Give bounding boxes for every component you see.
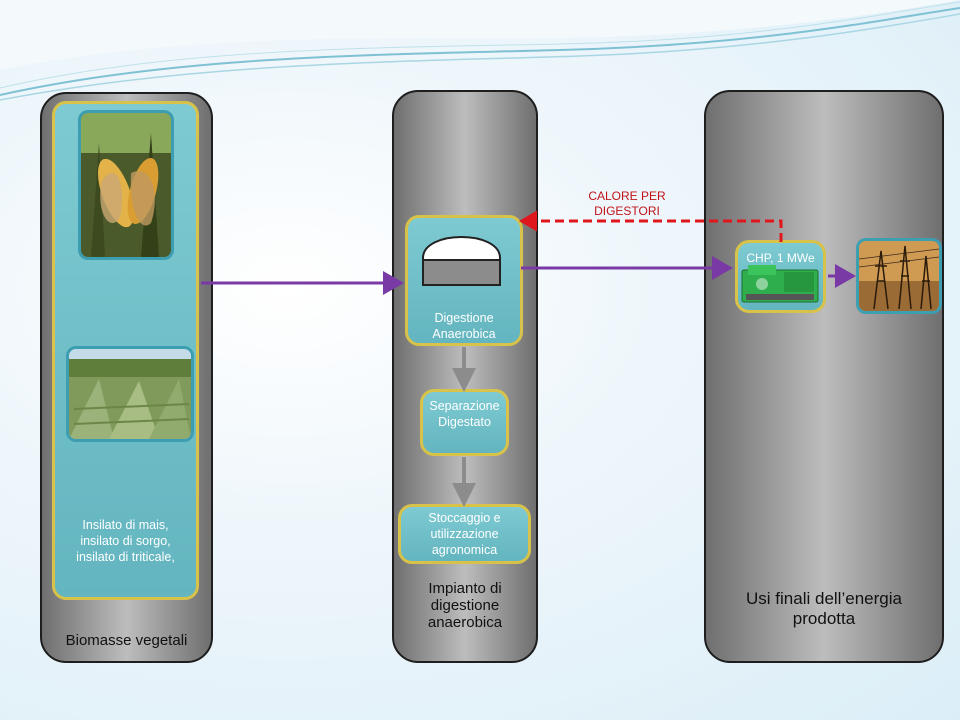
storage-label-line: Stoccaggio e <box>428 511 501 525</box>
digestion-label-line: Digestione <box>434 311 494 325</box>
biomass-description-line: Insilato di mais, <box>82 518 169 532</box>
plant-column-title-line: anaerobica <box>427 614 503 631</box>
biomass-description-line: insilato di triticale, <box>76 550 175 564</box>
plant-column-title-line: digestione <box>430 597 500 614</box>
power-pylon-photo <box>856 238 942 314</box>
separation-label-line: Separazione <box>429 399 500 413</box>
heat-feedback-label-line: CALORE PER <box>588 189 666 203</box>
biomass-description: Insilato di mais, insilato di sorgo, ins… <box>60 517 191 565</box>
storage-label-line: agronomica <box>431 543 498 557</box>
corn-photo <box>78 110 174 260</box>
biomass-column-title: Biomasse vegetali <box>65 632 188 649</box>
uses-column-title-line: Usi finali dell’energia <box>746 589 902 608</box>
storage-label: Stoccaggio e utilizzazione agronomica <box>398 510 531 558</box>
digestion-label: Digestione Anaerobica <box>405 310 523 342</box>
separation-panel <box>420 389 509 456</box>
digestion-label-line: Anaerobica <box>432 327 496 341</box>
heat-feedback-label-line: DIGESTORI <box>594 204 660 218</box>
uses-column-title-line: prodotta <box>792 609 856 628</box>
plant-column-title-line: Impianto di <box>428 580 502 597</box>
sorghum-field-photo <box>66 346 194 442</box>
heat-feedback-arrow <box>519 210 783 242</box>
separation-label-line: Digestato <box>438 415 491 429</box>
separation-label: Separazione Digestato <box>420 398 509 430</box>
chp-label: CHP, 1 MWe <box>746 251 815 265</box>
uses-column-title: Usi finali dell’energia prodotta <box>706 589 942 629</box>
heat-feedback-label: CALORE PER DIGESTORI <box>572 189 682 219</box>
uses-column <box>704 90 944 663</box>
plant-column-title: Impianto di digestione anaerobica <box>394 580 536 631</box>
biomass-description-line: insilato di sorgo, <box>80 534 171 548</box>
storage-label-line: utilizzazione <box>430 527 499 541</box>
header-wave-decoration <box>0 0 960 101</box>
